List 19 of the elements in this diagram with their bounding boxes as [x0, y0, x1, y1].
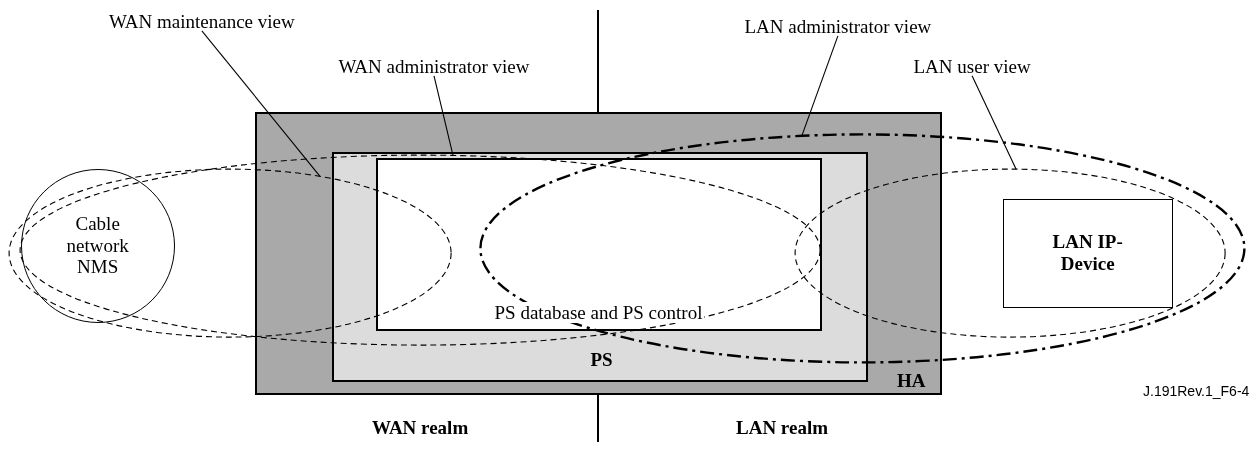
box-label: HA	[897, 369, 926, 392]
view-ellipse	[477, 131, 1247, 365]
view-label: LAN user view	[913, 56, 1031, 78]
leader-line	[801, 35, 839, 136]
leader-line	[433, 75, 454, 156]
node-label: Cable network NMS	[65, 212, 130, 279]
realm-label: LAN realm	[736, 417, 828, 439]
realm-label: WAN realm	[372, 417, 469, 439]
database-control-box	[376, 158, 822, 331]
leader-line	[201, 30, 321, 177]
view-label: WAN administrator view	[338, 56, 530, 78]
view-label: WAN maintenance view	[109, 11, 295, 33]
view-label: LAN administrator view	[744, 16, 932, 38]
leader-line	[971, 75, 1017, 170]
node-label: LAN IP-Device	[1051, 230, 1124, 275]
box-label: PS database and PS control	[492, 301, 705, 324]
figure-id: J.191Rev.1_F6-4	[1143, 383, 1250, 400]
box-label: PS	[590, 348, 613, 371]
view-ellipse	[18, 153, 822, 347]
